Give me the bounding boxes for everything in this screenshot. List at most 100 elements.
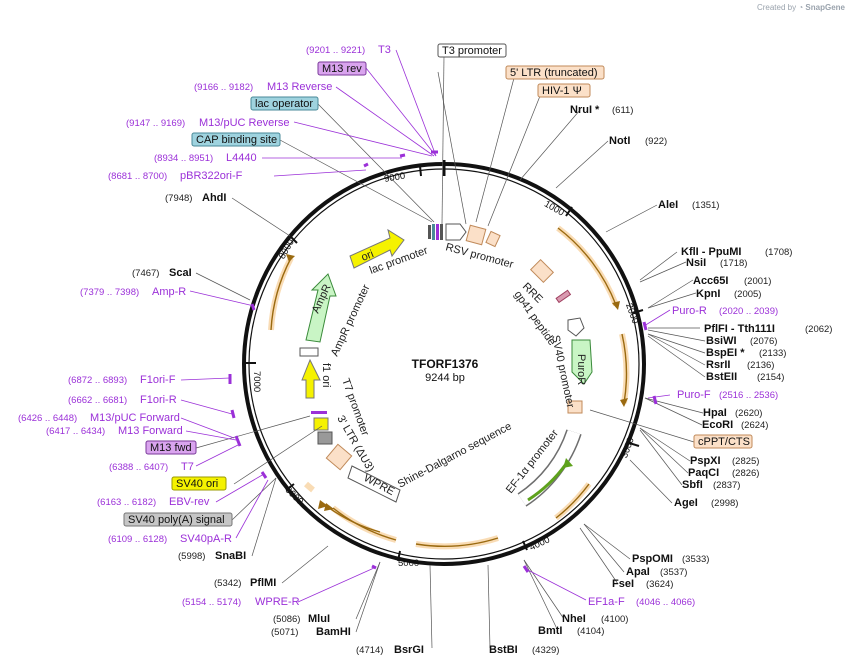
cap-site-tag: CAP binding site xyxy=(191,132,281,147)
primer-wpre-r: WPRE-R xyxy=(255,596,300,608)
enzyme-nsii: NsiI xyxy=(686,257,706,269)
cppt-box xyxy=(567,400,583,414)
enzyme-kpni: KpnI xyxy=(696,288,720,300)
shine-dalgarno-label: Shine-Dalgarno sequence xyxy=(396,420,514,490)
primer-ebv-rev: EBV-rev xyxy=(169,496,210,508)
enzyme-kfli-ppumi: KflI - PpuMI xyxy=(681,246,742,258)
ltr5-box xyxy=(465,224,487,246)
enzyme-nrui-pos: (611) xyxy=(612,105,633,116)
primer-puro-r-range: (2020 .. 2039) xyxy=(719,306,778,317)
enzyme-labels-right: NruI * (611) NotI (922) AleI (1351) KflI… xyxy=(489,104,832,656)
enzyme-pspomi: PspOMI xyxy=(632,553,673,565)
enzyme-noti: NotI xyxy=(609,135,630,147)
sv40-polya-tag: SV40 poly(A) signal xyxy=(123,512,233,527)
snapgene-logo-icon: ◔ xyxy=(798,3,804,12)
credit-brand: SnapGene xyxy=(805,3,845,12)
enzyme-paqci-pos: (2826) xyxy=(732,468,759,479)
sv40-promoter-arrow xyxy=(567,317,585,337)
primer-m13-reverse: M13 Reverse xyxy=(267,81,332,93)
credit-prefix: Created by xyxy=(756,3,797,12)
primer-labels-left: (9201 .. 9221) T3 (9166 .. 9182) M13 Rev… xyxy=(18,44,391,608)
enzyme-scai: ScaI xyxy=(169,267,192,279)
primer-sv40pa-r-range: (6109 .. 6128) xyxy=(108,534,167,545)
enzyme-bsiwi-pos: (2076) xyxy=(750,336,777,347)
enzyme-snabi: SnaBI xyxy=(215,550,246,562)
inner-features xyxy=(299,223,593,507)
rre-box xyxy=(529,258,555,284)
enzyme-acc65i: Acc65I xyxy=(693,275,728,287)
ampr-arrow xyxy=(305,273,337,343)
ori-arrow xyxy=(349,228,405,269)
primer-ampr: Amp-R xyxy=(152,286,186,298)
primer-puro-r: Puro-R xyxy=(672,305,707,317)
enzyme-nrui: NruI * xyxy=(570,104,600,116)
primer-m13-reverse-range: (9166 .. 9182) xyxy=(194,82,253,93)
primer-ebv-rev-range: (6163 .. 6182) xyxy=(97,497,156,508)
enzyme-rsrii-pos: (2136) xyxy=(747,360,774,371)
ltr5-tag: 5' LTR (truncated) xyxy=(505,65,605,80)
primer-m13puc-forward-range: (6426 .. 6448) xyxy=(18,413,77,424)
lac-operator-tag: lac operator xyxy=(250,96,319,111)
primer-pbr322ori: pBR322ori-F xyxy=(180,170,243,182)
svg-text:lac operator: lac operator xyxy=(255,98,313,110)
enzyme-bsiwi: BsiWI xyxy=(706,335,737,347)
enzyme-agei-pos: (2998) xyxy=(711,498,738,509)
orf-arrowheads xyxy=(286,254,628,511)
ori-label: ori xyxy=(360,248,376,264)
ltr3-box xyxy=(325,443,353,471)
primer-t7: T7 xyxy=(181,461,194,473)
primer-m13puc-reverse-range: (9147 .. 9169) xyxy=(126,118,185,129)
enzyme-bstbi-pos: (4329) xyxy=(532,645,559,656)
sv40-ori-tag: SV40 ori xyxy=(171,476,227,491)
svg-text:5' LTR (truncated): 5' LTR (truncated) xyxy=(510,67,597,79)
primer-ef1a-f: EF1a-F xyxy=(588,596,625,608)
enzyme-bstbi: BstBI xyxy=(489,644,518,656)
primer-f1ori-f-range: (6872 .. 6893) xyxy=(68,375,127,386)
enzyme-paqci: PaqCI xyxy=(688,467,719,479)
enzyme-bspei-pos: (2133) xyxy=(759,348,786,359)
primer-marks xyxy=(228,150,658,573)
primer-ampr-range: (7379 .. 7398) xyxy=(80,287,139,298)
enzyme-apai: ApaI xyxy=(626,566,650,578)
tick-5000: 5000 xyxy=(398,558,419,569)
tick-4000: 4000 xyxy=(528,534,552,553)
enzyme-fsei-pos: (3624) xyxy=(646,579,673,590)
primer-l4440-range: (8934 .. 8951) xyxy=(154,153,213,164)
svg-text:T3 promoter: T3 promoter xyxy=(442,45,502,57)
enzyme-sbfi: SbfI xyxy=(682,479,703,491)
m13rev-tag: M13 rev xyxy=(317,61,367,76)
svg-text:M13 rev: M13 rev xyxy=(322,63,362,75)
enzyme-pspxi-pos: (2825) xyxy=(732,456,759,467)
primer-t3: T3 xyxy=(378,44,391,56)
enzyme-pspxi: PspXI xyxy=(690,455,721,467)
enzyme-bsteii-pos: (2154) xyxy=(757,372,784,383)
puror-arrow xyxy=(571,339,593,385)
enzyme-nsii-pos: (1718) xyxy=(720,258,747,269)
enzyme-rsrii: RsrII xyxy=(706,359,730,371)
gp41-box xyxy=(555,289,572,304)
enzyme-alei-pos: (1351) xyxy=(692,200,719,211)
svg-text:cPPT/CTS: cPPT/CTS xyxy=(698,436,750,448)
enzyme-pflfi-tth111i: PflFI - Tth111I xyxy=(704,323,775,335)
tick-3000: 3000 xyxy=(619,436,637,460)
leader-lines-grey xyxy=(195,55,706,649)
enzyme-pflfi-tth111i-pos: (2062) xyxy=(805,324,832,335)
plasmid-name: TFORF1376 xyxy=(412,357,479,371)
primer-t7-range: (6388 .. 6407) xyxy=(109,462,168,473)
primer-f1ori-r-range: (6662 .. 6681) xyxy=(68,395,127,406)
primer-puro-f-range: (2516 .. 2536) xyxy=(719,390,778,401)
enzyme-bmti: BmtI xyxy=(538,625,562,637)
primer-f1ori-r: F1ori-R xyxy=(140,394,177,406)
primer-labels-right: Puro-R (2020 .. 2039) Puro-F (2516 .. 25… xyxy=(588,305,778,608)
enzyme-bsrgi: BsrGI xyxy=(394,644,424,656)
primer-ef1a-f-range: (4046 .. 4066) xyxy=(636,597,695,608)
m13fwd-tag: M13 fwd xyxy=(145,440,197,455)
svg-text:CAP binding site: CAP binding site xyxy=(196,134,277,146)
enzyme-pflmi: PflMI xyxy=(250,577,276,589)
primer-f1ori-f: F1ori-F xyxy=(140,374,176,386)
enzyme-kpni-pos: (2005) xyxy=(734,289,761,300)
enzyme-noti-pos: (922) xyxy=(645,136,667,147)
svg-text:HIV-1 Ψ: HIV-1 Ψ xyxy=(542,85,582,97)
enzyme-nhei-pos: (4100) xyxy=(601,614,628,625)
